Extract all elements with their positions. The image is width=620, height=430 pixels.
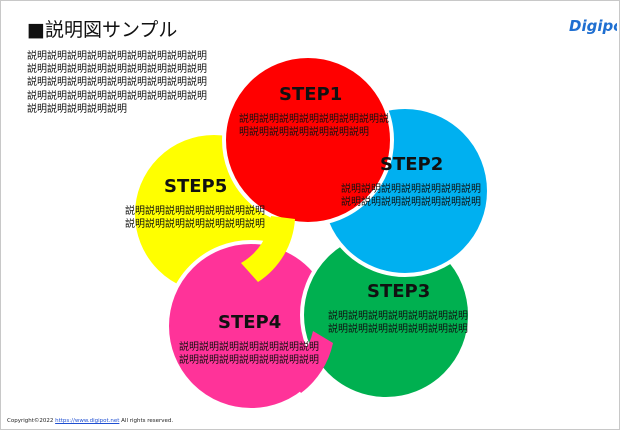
intro-text: 説明説明説明説明説明説明説明説明説明説明説明説明説明説明説明説明説明説明説明説明… (27, 51, 207, 115)
step2-title: STEP2 (380, 154, 444, 175)
step1-circle (222, 54, 394, 226)
step4-overlap (283, 331, 333, 393)
step3-description: 説明説明説明説明説明説明説明説明説明説明説明説明説明説明 (328, 311, 468, 335)
footer-prefix: Copyright©2022 (7, 418, 56, 424)
step5-overlap (241, 216, 295, 282)
step4-title: STEP4 (218, 312, 282, 333)
page-title: ■説明図サンプル (27, 19, 178, 41)
copyright-footer: Copyright©2022 https://www.digipot.net A… (7, 418, 173, 424)
footer-link[interactable]: https://www.digipot.net (55, 418, 120, 424)
step1-title: STEP1 (279, 84, 343, 105)
footer-suffix: All rights reserved. (119, 418, 174, 424)
step4-description: 説明説明説明説明説明説明説明説明説明説明説明説明説明説明 (179, 342, 319, 366)
step5-description: 説明説明説明説明説明説明説明説明説明説明説明説明説明説明 (125, 206, 265, 230)
step2-description: 説明説明説明説明説明説明説明説明説明説明説明説明説明説明 (341, 184, 481, 208)
step5-title: STEP5 (164, 176, 228, 197)
svg-text:Digipot: Digipot (569, 17, 617, 35)
step3-title: STEP3 (367, 281, 431, 302)
digipot-logo: Digipot (569, 17, 617, 35)
step1-description: 説明説明説明説明説明説明説明説明説明説明説明説明説明説明 (239, 114, 389, 138)
